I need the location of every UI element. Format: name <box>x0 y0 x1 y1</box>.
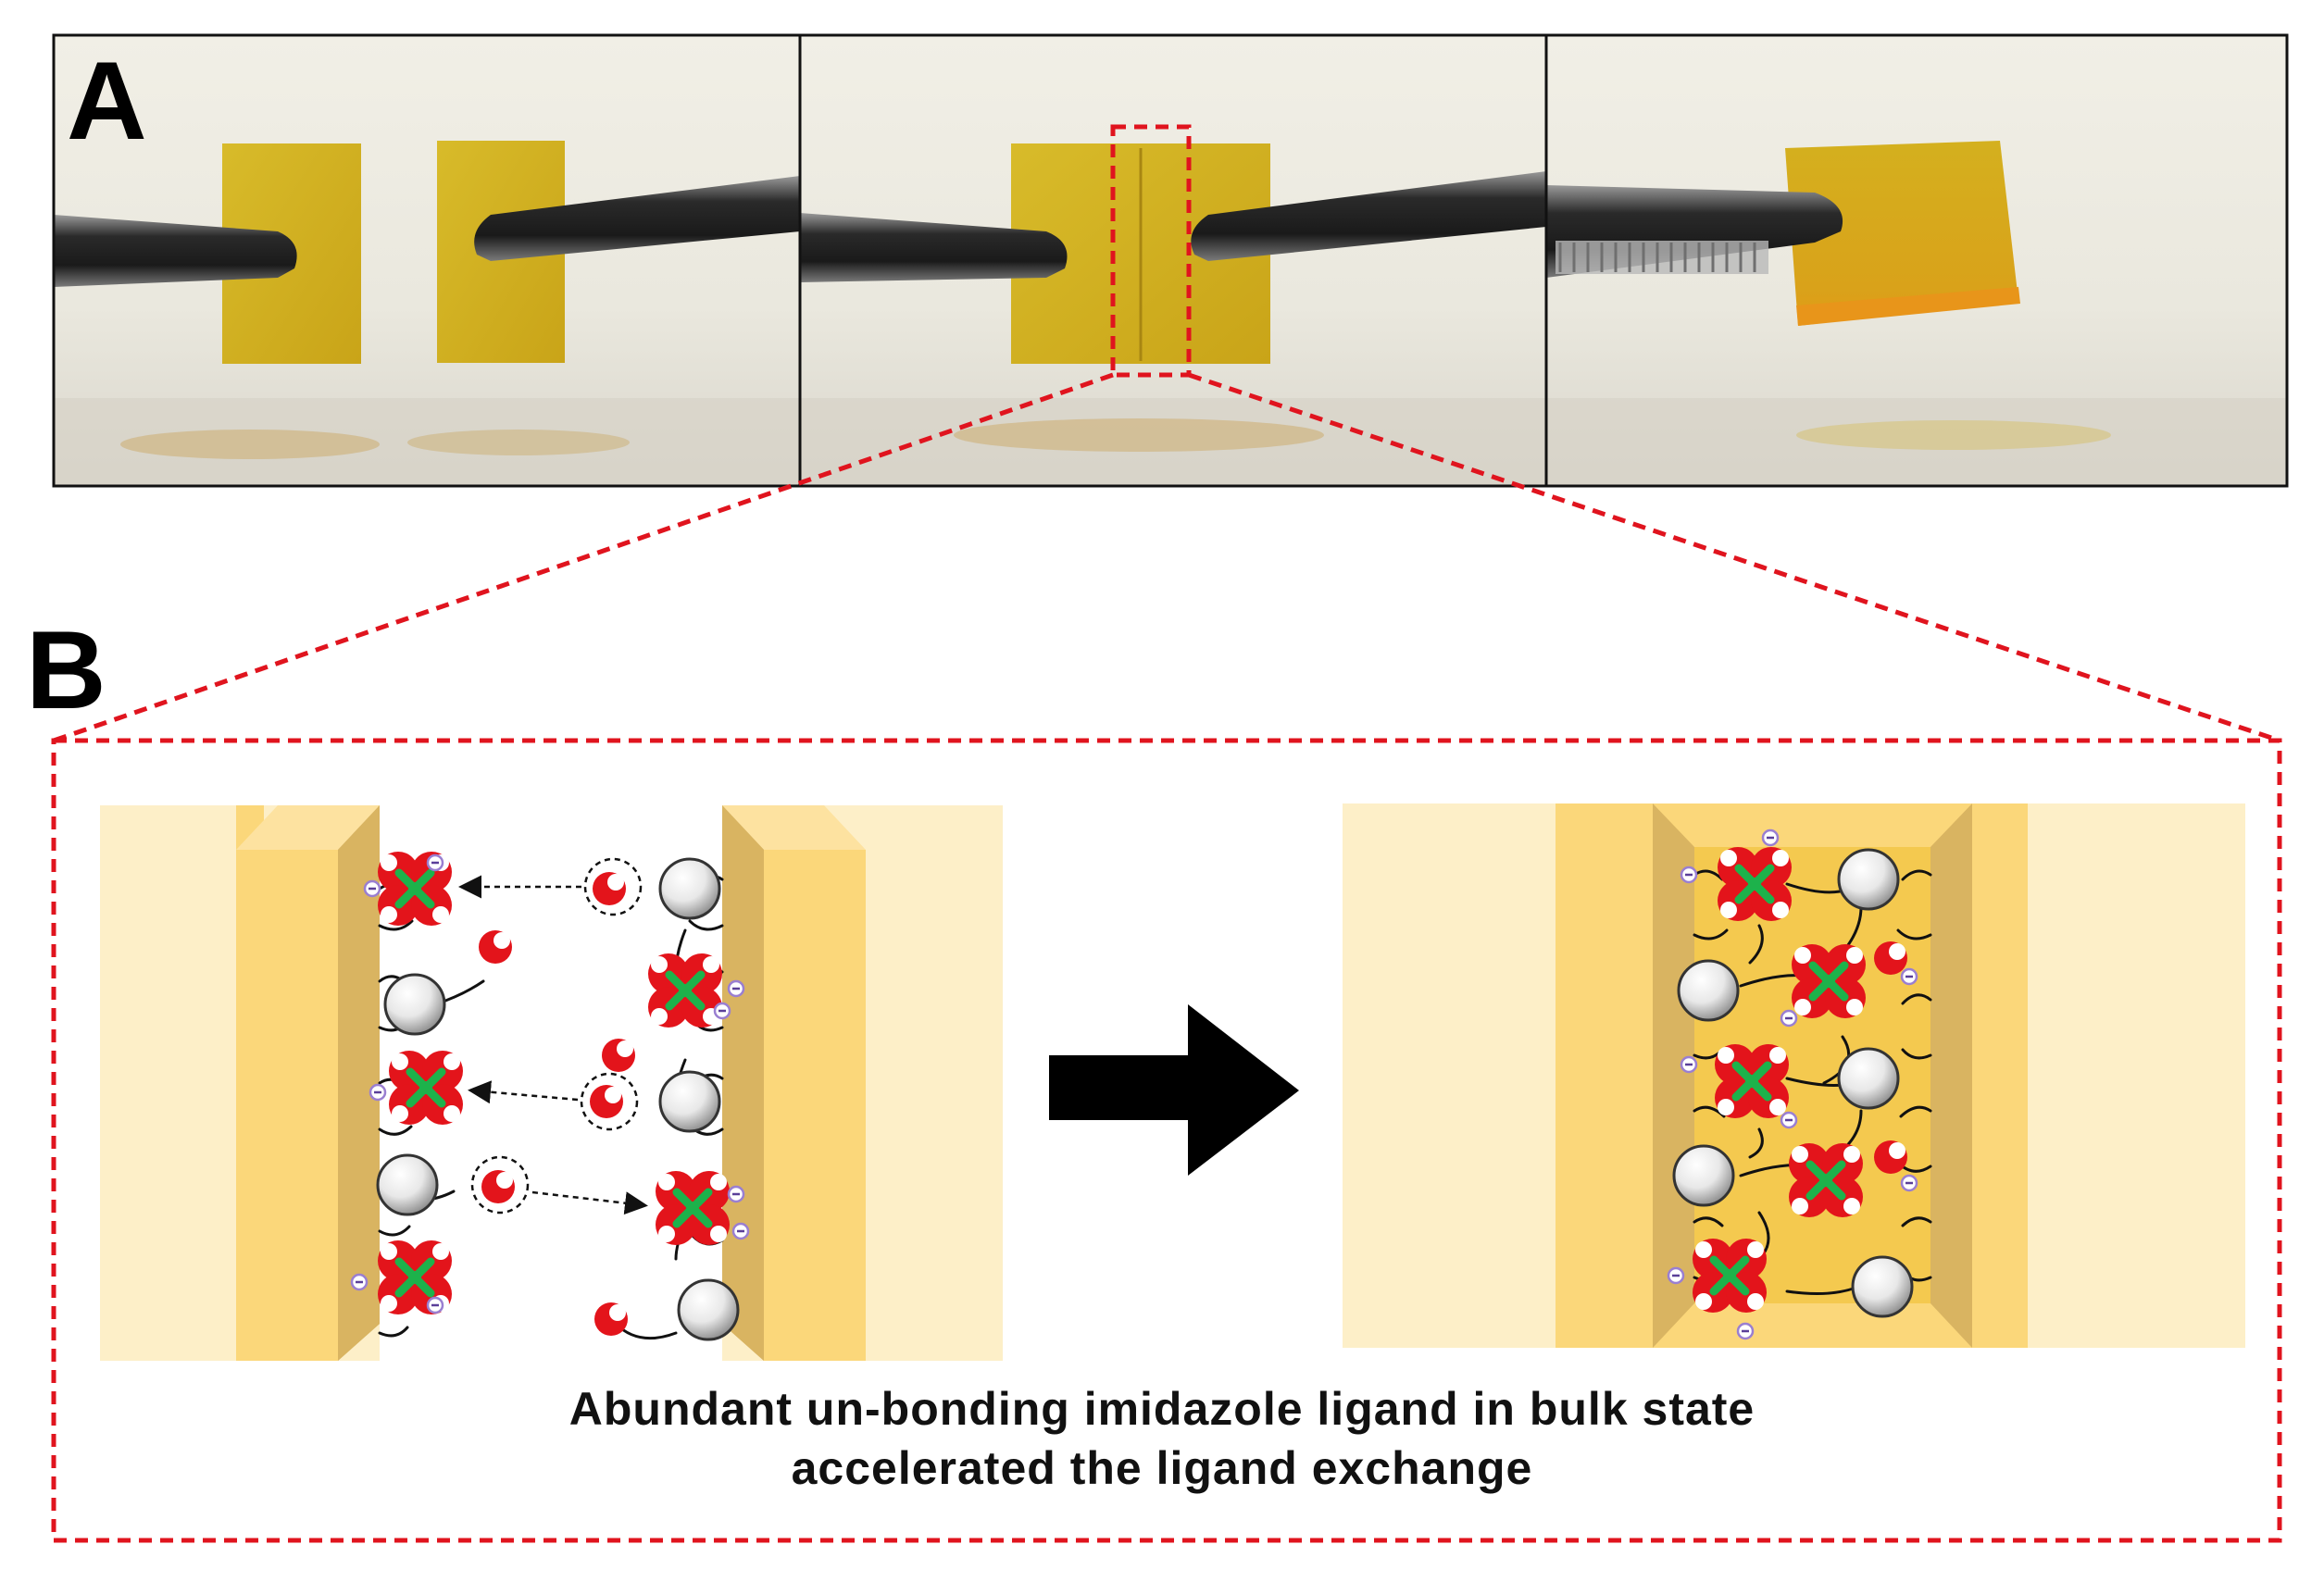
free-ligand-icon <box>602 1039 635 1072</box>
counter-anion-icon <box>1736 1322 1755 1340</box>
particle-icon <box>658 1070 721 1133</box>
free-ligand-icon <box>590 1085 623 1118</box>
particle-icon <box>1672 1144 1735 1207</box>
metal-complex-icon <box>1715 1044 1789 1118</box>
metal-complex-icon <box>1789 1143 1863 1217</box>
metal-complex-icon <box>1693 1239 1767 1313</box>
particle-icon <box>1837 1047 1900 1110</box>
free-ligand-icon <box>481 1170 515 1203</box>
counter-anion-icon <box>350 1273 369 1291</box>
particle-icon <box>376 1153 439 1216</box>
counter-anion-icon <box>727 1185 745 1203</box>
counter-anion-icon <box>426 1296 444 1314</box>
counter-anion-icon <box>1900 967 1918 986</box>
metal-complex-icon <box>389 1051 463 1125</box>
particle-icon <box>1851 1255 1914 1318</box>
metal-complex-icon <box>656 1171 730 1245</box>
caption-line-2: accelerated the ligand exchange <box>791 1442 1533 1494</box>
scheme-before-healing <box>100 805 1003 1361</box>
counter-anion-icon <box>1780 1009 1798 1028</box>
metal-complex-icon <box>648 953 722 1028</box>
scheme-caption: Abundant un-bonding imidazole ligand in … <box>56 1379 2268 1498</box>
caption-line-1: Abundant un-bonding imidazole ligand in … <box>569 1383 1755 1435</box>
free-ligand-icon <box>479 930 512 964</box>
counter-anion-icon <box>1680 1055 1698 1074</box>
counter-anion-icon <box>1680 866 1698 884</box>
free-ligand-icon <box>1874 1140 1907 1174</box>
counter-anion-icon <box>426 853 444 872</box>
counter-anion-icon <box>363 879 381 898</box>
scheme-after-healing <box>1343 803 2245 1348</box>
particle-icon <box>658 857 721 920</box>
photo-strip <box>52 33 2289 488</box>
photo-separated-pieces <box>54 35 800 486</box>
counter-anion-icon <box>1900 1174 1918 1192</box>
metal-complex-icon <box>1718 847 1792 921</box>
free-ligand-icon <box>1874 941 1907 975</box>
photo-pieces-in-contact <box>800 35 1546 486</box>
free-ligand-icon <box>593 872 626 905</box>
free-ligand-icon <box>594 1302 628 1336</box>
right-block-arrow-icon <box>1049 1004 1299 1176</box>
counter-anion-icon <box>731 1222 750 1240</box>
zoom-lines <box>53 372 2280 743</box>
particle-icon <box>1837 848 1900 911</box>
counter-anion-icon <box>713 1002 731 1020</box>
counter-anion-icon <box>1780 1111 1798 1129</box>
particle-icon <box>1677 959 1740 1022</box>
counter-anion-icon <box>369 1083 387 1102</box>
panel-b-label: B <box>26 608 106 732</box>
counter-anion-icon <box>1667 1266 1685 1285</box>
counter-anion-icon <box>727 979 745 998</box>
panel-a-label: A <box>67 39 147 163</box>
photo-healed-piece <box>1546 35 2287 486</box>
metal-complex-icon <box>1792 944 1866 1018</box>
particle-icon <box>383 973 446 1036</box>
counter-anion-icon <box>1761 828 1780 847</box>
particle-icon <box>677 1278 740 1341</box>
scheme-frame <box>51 738 2282 1543</box>
